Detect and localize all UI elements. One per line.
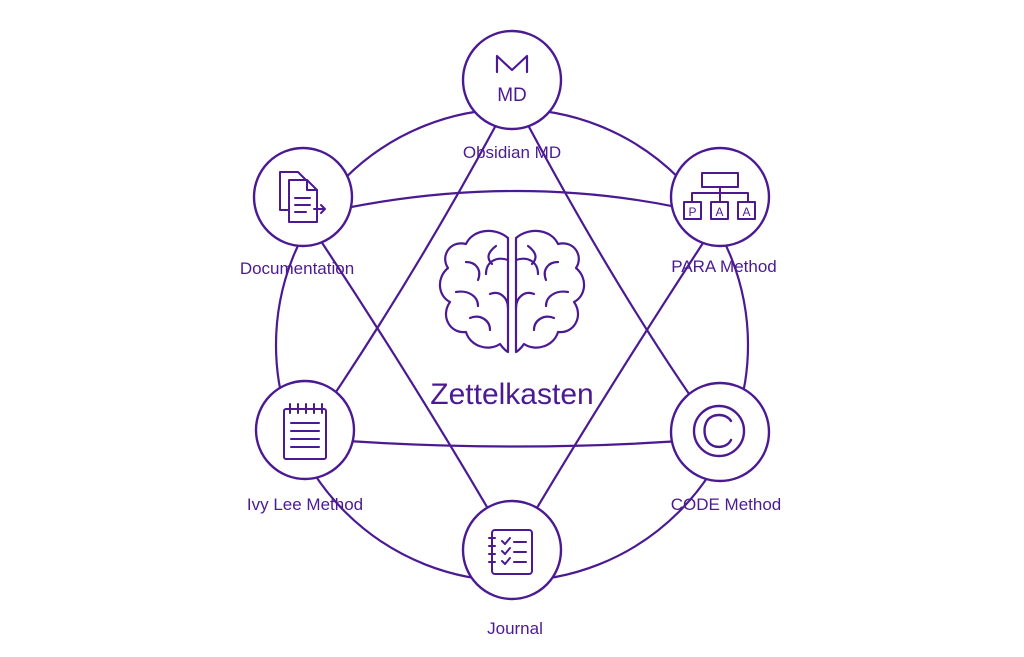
node-obsidian-label: Obsidian MD <box>463 143 561 162</box>
markdown-icon-text: MD <box>497 85 527 106</box>
triangle-up <box>303 92 723 448</box>
center-title: Zettelkasten <box>430 378 593 411</box>
node-journal-label: Journal <box>487 619 543 638</box>
markdown-icon: MD <box>495 54 529 106</box>
node-code-label: CODE Method <box>671 495 782 514</box>
node-ivylee-label: Ivy Lee Method <box>247 495 363 514</box>
para-letter-a1: A <box>715 205 723 219</box>
node-obsidian-circle <box>461 29 563 131</box>
para-letter-p: P <box>688 205 696 219</box>
center-group: Zettelkasten <box>430 229 594 411</box>
node-code[interactable]: CODE Method <box>669 381 782 514</box>
node-code-circle <box>669 381 771 483</box>
notepad-icon <box>283 403 327 460</box>
node-ivylee[interactable]: Ivy Lee Method <box>247 379 363 514</box>
node-journal-circle <box>461 499 563 601</box>
node-documentation-label: Documentation <box>240 259 354 278</box>
node-para-label: PARA Method <box>671 257 777 276</box>
copyright-icon <box>692 404 746 458</box>
node-documentation[interactable]: Documentation <box>240 146 354 278</box>
checklist-journal-icon <box>488 529 533 575</box>
documents-icon <box>279 171 326 223</box>
node-para[interactable]: P A A PARA Method <box>669 146 777 276</box>
node-journal[interactable]: Journal <box>461 499 563 638</box>
connection-lines <box>303 92 723 553</box>
org-chart-icon <box>683 172 756 220</box>
node-obsidian[interactable]: MD Obsidian MD <box>461 29 563 162</box>
triangle-down <box>303 189 722 553</box>
para-letter-a2: A <box>742 205 750 219</box>
brain-icon <box>438 229 586 354</box>
